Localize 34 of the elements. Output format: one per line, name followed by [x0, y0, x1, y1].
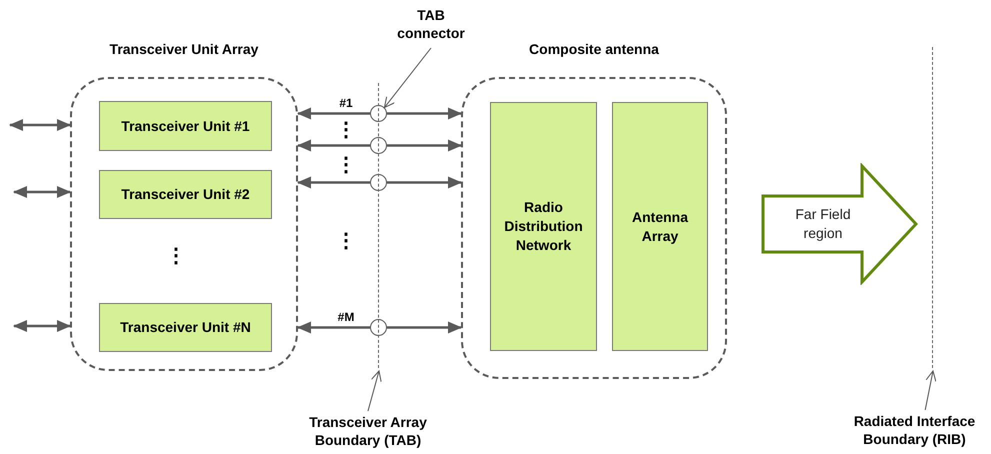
group-heading: Composite antenna: [528, 40, 660, 59]
annotation-text: Transceiver Array Boundary (TAB): [288, 413, 448, 451]
leader-line: [384, 48, 432, 108]
arrow: [9, 119, 71, 131]
block: Transceiver Unit #N: [99, 303, 272, 352]
ellipsis-mark: ⋮: [336, 119, 356, 141]
arrow: [387, 176, 462, 188]
leader-line: [924, 370, 936, 410]
arrow: [297, 108, 370, 120]
arrow: [13, 186, 71, 198]
arrow: [297, 140, 370, 152]
leader-line: [368, 370, 382, 412]
ellipsis-mark: ⋮: [336, 230, 356, 252]
edge-label: #M: [336, 310, 356, 324]
block: Transceiver Unit #2: [99, 170, 272, 219]
arrow: [387, 322, 462, 334]
annotation-text: TAB connector: [390, 6, 472, 46]
arrow: [297, 176, 370, 188]
block: Antenna Array: [612, 102, 708, 351]
ellipsis-mark: ⋮: [166, 245, 186, 267]
block: Transceiver Unit #1: [99, 101, 272, 151]
arrow: [13, 320, 71, 332]
arrow: [387, 140, 462, 152]
block-arrow: [761, 163, 918, 285]
boundary-line: [378, 83, 380, 368]
arrow-label: Far Field region: [794, 205, 852, 243]
arrow: [387, 108, 462, 120]
annotation-text: Radiated Interface Boundary (RIB): [838, 412, 991, 452]
group-heading: Transceiver Unit Array: [108, 40, 260, 59]
edge-label: #1: [338, 96, 354, 110]
ellipsis-mark: ⋮: [336, 154, 356, 176]
block: Radio Distribution Network: [490, 102, 597, 351]
arrow: [297, 322, 370, 334]
boundary-line: [932, 47, 934, 368]
